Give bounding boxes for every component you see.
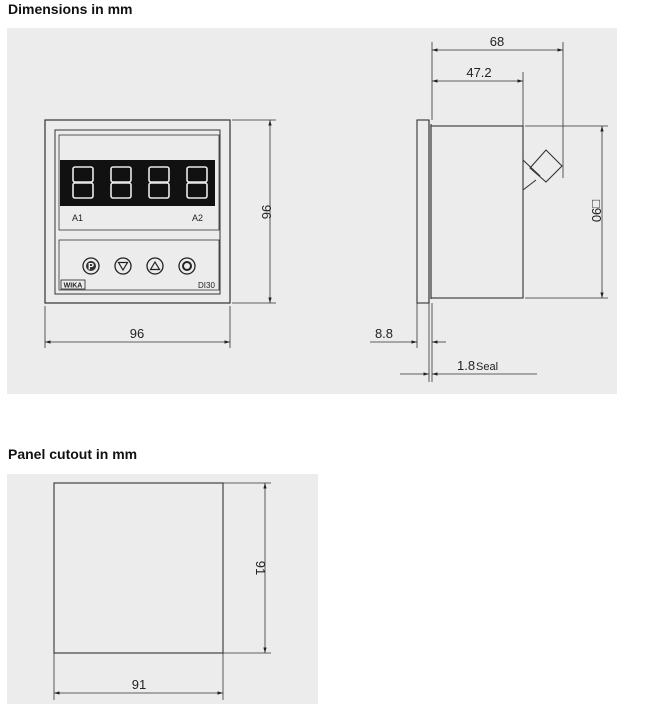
side-height-label: □90 xyxy=(589,200,604,222)
brand-box xyxy=(60,279,86,290)
side-view xyxy=(416,119,563,304)
brand-logo: WIKA xyxy=(64,283,83,290)
label-a2: A2 xyxy=(192,213,203,223)
front-width-label: 96 xyxy=(130,326,144,341)
depth-body-label: 47.2 xyxy=(466,65,491,80)
cutout-height-dim xyxy=(223,482,271,654)
cutout-width-dim xyxy=(53,653,224,700)
digit-3 xyxy=(148,166,170,199)
seal-label: Seal xyxy=(476,361,498,373)
depth-total-dim xyxy=(431,42,564,178)
digit-4 xyxy=(186,166,208,199)
label-a1: A1 xyxy=(72,213,83,223)
dimensions-panel xyxy=(7,28,617,394)
front-inner-frame xyxy=(54,129,221,295)
display-area xyxy=(58,134,220,231)
side-bezel xyxy=(416,119,430,304)
front-view xyxy=(44,119,231,304)
side-height-dim xyxy=(525,125,608,299)
side-housing xyxy=(430,125,524,299)
front-outer-frame xyxy=(44,119,231,304)
keypad-buttons: P xyxy=(82,257,196,275)
side-connector xyxy=(529,149,563,183)
svg-text:P: P xyxy=(88,262,94,272)
cutout-title: Panel cutout in mm xyxy=(8,446,138,462)
front-width-dim xyxy=(44,306,231,348)
depth-total-label: 68 xyxy=(490,34,504,49)
front-height-dim xyxy=(232,119,276,304)
digit-2 xyxy=(110,166,132,199)
seal-dim xyxy=(400,303,537,382)
bezel-label: 8.8 xyxy=(375,326,393,341)
button-p: P xyxy=(82,257,100,275)
cutout-width-label: 91 xyxy=(132,677,146,692)
depth-body-dim xyxy=(432,72,524,126)
seal-value: 1.8 xyxy=(457,358,475,373)
bezel-dim xyxy=(370,303,446,382)
button-o xyxy=(178,257,196,275)
display-digits xyxy=(72,166,208,199)
digit-1 xyxy=(72,166,94,199)
button-down xyxy=(114,257,132,275)
keypad-area xyxy=(58,239,220,291)
cutout-height-label: 91 xyxy=(253,561,268,575)
dimensions-title: Dimensions in mm xyxy=(8,1,133,17)
button-up xyxy=(146,257,164,275)
front-height-label: 96 xyxy=(259,205,274,219)
cutout-outline xyxy=(53,482,224,654)
model-label: DI30 xyxy=(198,281,215,290)
